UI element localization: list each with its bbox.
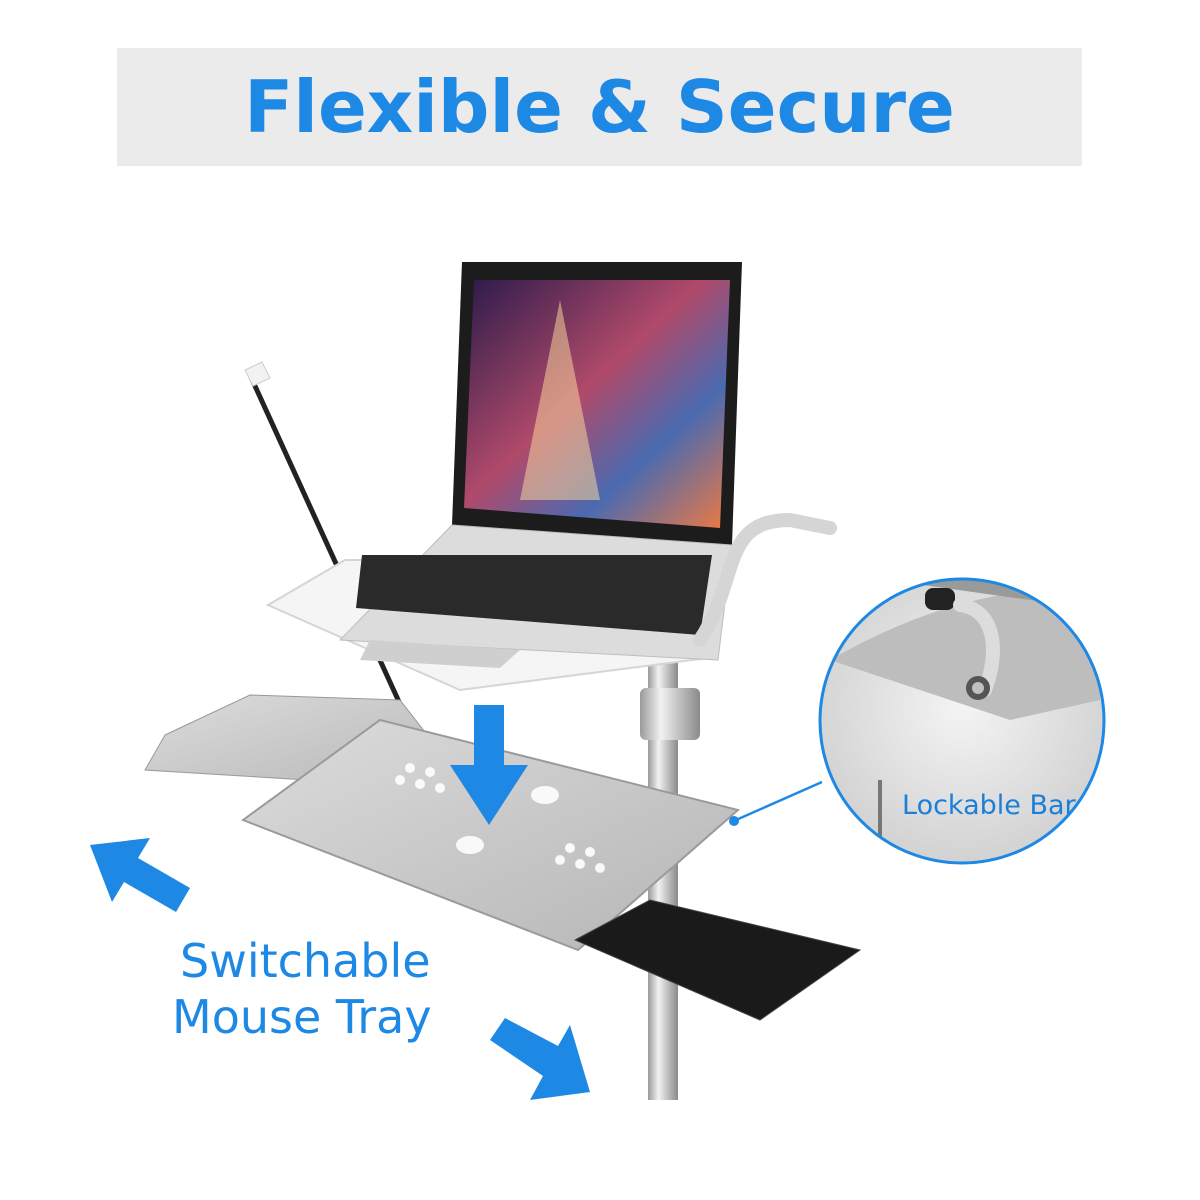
callout-connector bbox=[735, 780, 823, 822]
lockable-bar-label: Lockable Bar bbox=[902, 790, 1076, 821]
arrow-down-right-icon bbox=[490, 1018, 590, 1100]
mouse-tray-label-line1: Switchable bbox=[180, 934, 431, 988]
arrow-down-icon bbox=[450, 705, 528, 825]
arrow-up-left-icon bbox=[90, 838, 190, 912]
banner-title: Flexible & Secure bbox=[244, 65, 955, 149]
support-rod bbox=[247, 373, 408, 717]
cable-arm bbox=[693, 512, 837, 647]
laptop bbox=[338, 262, 742, 668]
mouse-tray-label-line2: Mouse Tray bbox=[172, 990, 432, 1044]
right-mouse-pad bbox=[573, 899, 862, 1021]
title-banner: Flexible & Secure bbox=[117, 48, 1082, 166]
main-tray bbox=[240, 718, 741, 952]
zoom-circle bbox=[818, 577, 1106, 865]
